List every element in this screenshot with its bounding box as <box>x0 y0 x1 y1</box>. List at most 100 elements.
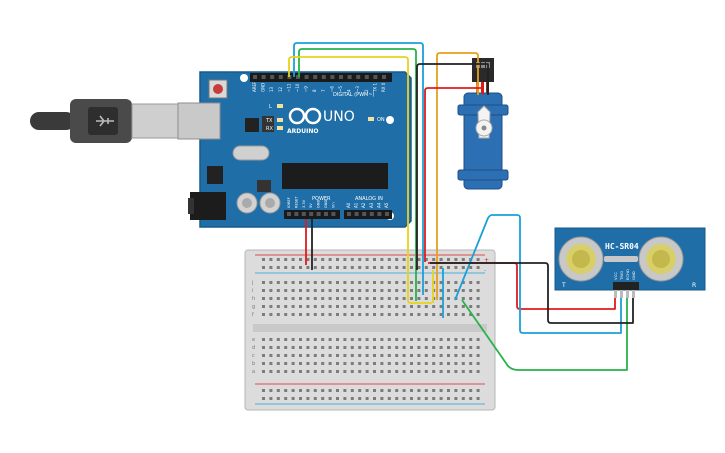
breadboard-hole[interactable] <box>269 266 273 269</box>
breadboard-hole[interactable] <box>476 266 480 269</box>
breadboard-hole[interactable] <box>276 346 280 349</box>
breadboard-hole[interactable] <box>476 258 480 261</box>
breadboard-hole[interactable] <box>306 305 310 308</box>
breadboard-hole[interactable] <box>424 338 428 341</box>
breadboard-hole[interactable] <box>424 281 428 284</box>
breadboard-hole[interactable] <box>262 389 265 392</box>
breadboard-hole[interactable] <box>380 289 384 292</box>
breadboard-hole[interactable] <box>291 281 295 284</box>
breadboard-hole[interactable] <box>291 297 295 300</box>
power-pin-hole[interactable] <box>294 212 299 216</box>
breadboard-hole[interactable] <box>276 281 280 284</box>
breadboard-hole[interactable] <box>373 397 376 400</box>
breadboard-hole[interactable] <box>299 258 302 261</box>
breadboard-hole[interactable] <box>284 313 288 316</box>
breadboard-hole[interactable] <box>284 305 288 308</box>
breadboard-hole[interactable] <box>476 389 480 392</box>
breadboard-hole[interactable] <box>336 362 339 365</box>
breadboard-hole[interactable] <box>313 266 317 269</box>
breadboard-hole[interactable] <box>313 346 317 349</box>
breadboard-hole[interactable] <box>350 354 354 357</box>
breadboard-hole[interactable] <box>373 266 376 269</box>
breadboard-hole[interactable] <box>373 305 376 308</box>
breadboard-hole[interactable] <box>380 389 384 392</box>
breadboard-hole[interactable] <box>358 281 362 284</box>
reset-button-cap[interactable] <box>213 84 223 94</box>
breadboard-hole[interactable] <box>439 370 443 373</box>
breadboard-hole[interactable] <box>373 389 376 392</box>
breadboard-hole[interactable] <box>387 397 391 400</box>
breadboard-hole[interactable] <box>447 362 450 365</box>
breadboard-hole[interactable] <box>313 370 317 373</box>
breadboard-hole[interactable] <box>284 354 288 357</box>
breadboard-hole[interactable] <box>373 354 376 357</box>
breadboard-hole[interactable] <box>439 313 443 316</box>
breadboard-hole[interactable] <box>476 289 480 292</box>
breadboard-hole[interactable] <box>365 258 369 261</box>
breadboard-hole[interactable] <box>380 258 384 261</box>
breadboard-hole[interactable] <box>343 346 347 349</box>
breadboard-hole[interactable] <box>350 362 354 365</box>
breadboard-hole[interactable] <box>476 362 480 365</box>
breadboard-hole[interactable] <box>284 338 288 341</box>
breadboard-hole[interactable] <box>461 338 465 341</box>
breadboard-hole[interactable] <box>358 258 362 261</box>
breadboard-hole[interactable] <box>358 289 362 292</box>
breadboard-hole[interactable] <box>402 258 406 261</box>
breadboard-hole[interactable] <box>476 313 480 316</box>
breadboard-hole[interactable] <box>269 313 273 316</box>
breadboard-hole[interactable] <box>461 297 465 300</box>
breadboard-hole[interactable] <box>439 305 443 308</box>
breadboard-hole[interactable] <box>469 338 473 341</box>
digital-pin-hole[interactable] <box>364 75 369 79</box>
breadboard-hole[interactable] <box>432 362 436 365</box>
breadboard-hole[interactable] <box>461 346 465 349</box>
breadboard-hole[interactable] <box>432 354 436 357</box>
breadboard-hole[interactable] <box>447 305 450 308</box>
analog-pin-hole[interactable] <box>362 212 367 216</box>
breadboard-hole[interactable] <box>410 397 413 400</box>
breadboard-hole[interactable] <box>387 346 391 349</box>
breadboard-hole[interactable] <box>395 258 399 261</box>
breadboard-hole[interactable] <box>313 305 317 308</box>
breadboard-hole[interactable] <box>350 370 354 373</box>
breadboard-hole[interactable] <box>321 370 325 373</box>
breadboard-hole[interactable] <box>461 258 465 261</box>
breadboard-hole[interactable] <box>373 362 376 365</box>
breadboard-hole[interactable] <box>343 370 347 373</box>
breadboard-hole[interactable] <box>269 370 273 373</box>
breadboard-hole[interactable] <box>299 289 302 292</box>
analog-pin-hole[interactable] <box>385 212 389 216</box>
breadboard-hole[interactable] <box>291 305 295 308</box>
breadboard-hole[interactable] <box>328 258 332 261</box>
breadboard-hole[interactable] <box>424 297 428 300</box>
breadboard-hole[interactable] <box>395 389 399 392</box>
breadboard-hole[interactable] <box>313 258 317 261</box>
breadboard-hole[interactable] <box>284 389 288 392</box>
analog-pin-hole[interactable] <box>369 212 374 216</box>
breadboard-hole[interactable] <box>276 354 280 357</box>
breadboard-hole[interactable] <box>439 362 443 365</box>
breadboard-hole[interactable] <box>343 354 347 357</box>
breadboard-hole[interactable] <box>432 370 436 373</box>
breadboard-hole[interactable] <box>276 362 280 365</box>
breadboard-hole[interactable] <box>424 346 428 349</box>
breadboard-hole[interactable] <box>410 258 413 261</box>
breadboard-hole[interactable] <box>469 281 473 284</box>
breadboard-hole[interactable] <box>395 281 399 284</box>
breadboard-hole[interactable] <box>380 297 384 300</box>
digital-pin-hole[interactable] <box>270 75 275 79</box>
breadboard-hole[interactable] <box>469 370 473 373</box>
breadboard-hole[interactable] <box>410 289 413 292</box>
breadboard-hole[interactable] <box>387 281 391 284</box>
breadboard-hole[interactable] <box>336 289 339 292</box>
breadboard-hole[interactable] <box>417 397 421 400</box>
breadboard-hole[interactable] <box>439 389 443 392</box>
breadboard-hole[interactable] <box>439 346 443 349</box>
breadboard-hole[interactable] <box>269 258 273 261</box>
breadboard-hole[interactable] <box>373 338 376 341</box>
breadboard-hole[interactable] <box>328 266 332 269</box>
breadboard-hole[interactable] <box>461 370 465 373</box>
breadboard-hole[interactable] <box>417 313 421 316</box>
breadboard-hole[interactable] <box>350 313 354 316</box>
